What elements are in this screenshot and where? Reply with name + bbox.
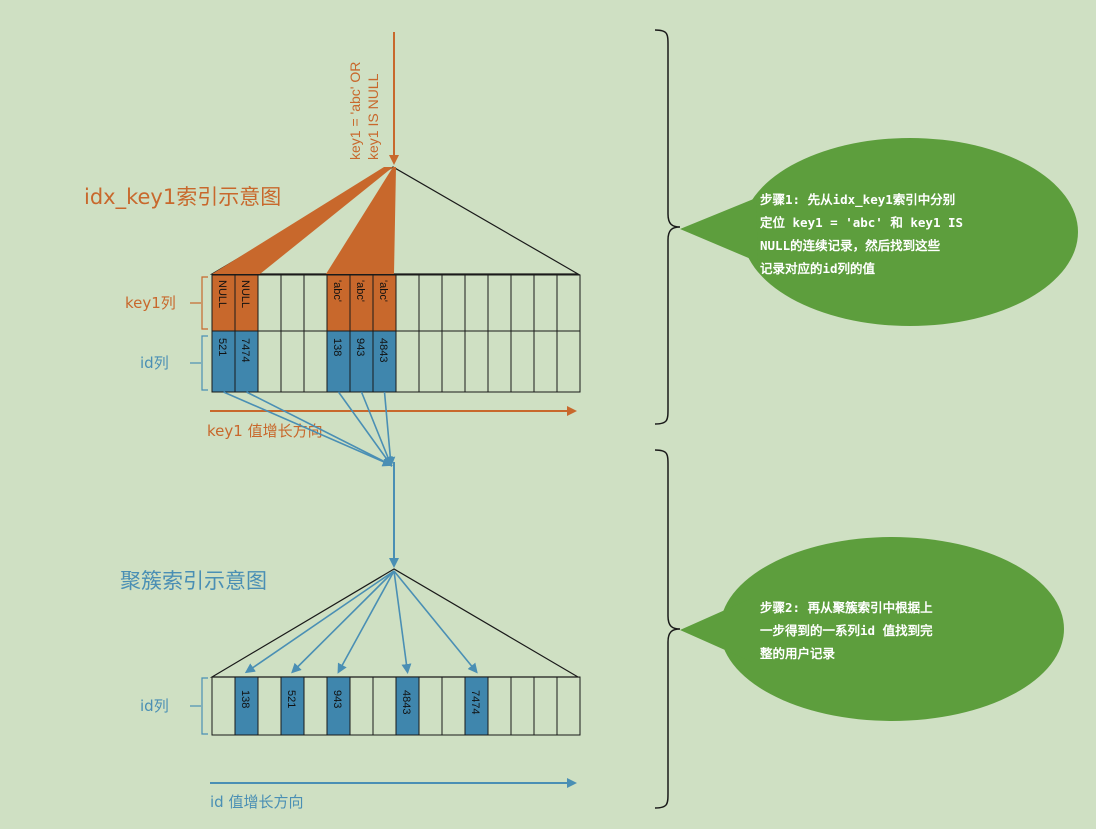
clustered-index-title: 聚簇索引示意图	[120, 569, 267, 593]
key1-cell	[303, 274, 328, 332]
query-line-1: key1 = 'abc' OR	[347, 62, 363, 160]
id-cell	[533, 330, 558, 393]
bubble-line: 记录对应的id列的值	[760, 261, 876, 276]
clustered-id-value: 4843	[400, 690, 412, 714]
id-row-label-secondary: id列	[140, 354, 169, 372]
id-collect-arrow	[223, 391, 393, 467]
record-lookup-arrow	[393, 570, 412, 674]
clustered-cell-filled	[326, 676, 351, 736]
bubble-line: 步骤1: 先从idx_key1索引中分别	[760, 192, 955, 208]
clustered-cell-filled	[234, 676, 259, 736]
clustered-cell	[257, 676, 282, 736]
bubble-line: 定位 key1 = 'abc' 和 key1 IS	[759, 215, 963, 230]
key1-cell	[441, 274, 466, 332]
id-value: 4843	[377, 338, 389, 362]
id-cell	[441, 330, 466, 393]
bubble-line: NULL的连续记录，然后找到这些	[760, 238, 941, 253]
clustered-id-value: 7474	[469, 690, 481, 714]
key1-cell	[418, 274, 443, 332]
id-collect-arrow	[383, 391, 396, 467]
clustered-id-value: 521	[285, 690, 297, 708]
clustered-cell	[372, 676, 397, 736]
key1-cell	[464, 274, 489, 332]
key1-cell	[487, 274, 512, 332]
secondary-index: NULL 521 NULL 7474 'abc' 138 'abc' 943 'abc' 4843…	[84, 166, 581, 440]
id-value: 138	[331, 338, 343, 356]
clustered-id-value: 138	[239, 690, 251, 708]
id-cell	[464, 330, 489, 393]
key1-value: NULL	[216, 280, 228, 308]
query-line-2: key1 IS NULL	[365, 73, 381, 160]
clustered-cell	[487, 676, 512, 736]
clustered-cell-filled	[395, 676, 420, 736]
id-collect-arrow	[246, 391, 393, 466]
key1-cell	[257, 274, 282, 332]
id-row-label-clustered: id列	[140, 697, 169, 715]
record-lookup-arrow	[291, 570, 395, 674]
abc-range-wedge	[326, 167, 396, 274]
step2-brace	[654, 449, 681, 809]
id-cell	[395, 330, 420, 393]
key1-axis-label: key1 值增长方向	[207, 422, 323, 440]
key1-row-label: key1列	[125, 294, 176, 312]
id-collect-arrow	[337, 391, 393, 467]
clustered-index: 138 521 943 4843 7474 id列 聚簇索引示意图 id 值增长方向	[120, 568, 581, 811]
clustered-cell	[349, 676, 374, 736]
clustered-cell	[556, 676, 581, 736]
record-lookup-arrows	[244, 570, 478, 674]
key1-value: 'abc'	[331, 280, 343, 302]
key1-cell	[533, 274, 558, 332]
step1-bubble: 步骤1: 先从idx_key1索引中分别定位 key1 = 'abc' 和 ke…	[680, 138, 1078, 326]
step1-text: 步骤1: 先从idx_key1索引中分别定位 key1 = 'abc' 和 ke…	[759, 192, 963, 276]
clustered-cell	[510, 676, 535, 736]
key1-value: 'abc'	[377, 280, 389, 302]
clustered-cell	[303, 676, 328, 736]
query-input: key1 = 'abc' OR key1 IS NULL	[347, 32, 399, 165]
key1-cell	[280, 274, 305, 332]
clustered-index-cells: 138 521 943 4843 7474	[211, 676, 581, 736]
key1-value: NULL	[239, 280, 251, 308]
step1-brace	[654, 29, 681, 425]
key1-cell	[395, 274, 420, 332]
id-value: 7474	[239, 338, 251, 362]
clustered-id-row-bracket	[201, 677, 208, 735]
clustered-cell-filled	[280, 676, 305, 736]
id-axis-label: id 值增长方向	[210, 793, 303, 811]
id-cell	[418, 330, 443, 393]
record-lookup-arrow	[393, 570, 478, 674]
key1-row-bracket	[201, 276, 208, 330]
null-range-wedge	[212, 167, 393, 274]
bubble-line: 步骤2: 再从聚簇索引中根据上	[760, 600, 933, 615]
clustered-cell	[441, 676, 466, 736]
id-cell	[257, 330, 282, 393]
key1-cell	[556, 274, 581, 332]
id-collection-arrows	[223, 391, 396, 467]
record-lookup-arrow	[244, 570, 395, 674]
clustered-cell	[533, 676, 558, 736]
secondary-index-title: idx_key1索引示意图	[84, 185, 281, 210]
clustered-cell	[418, 676, 443, 736]
step2-text: 步骤2: 再从聚簇索引中根据上一步得到的一系列id 值找到完整的用户记录	[760, 600, 933, 661]
clustered-cell	[211, 676, 236, 736]
bubble-line: 一步得到的一系列id 值找到完	[760, 623, 933, 638]
clustered-cell-filled	[464, 676, 489, 736]
record-lookup-arrow	[337, 570, 395, 674]
id-cell	[556, 330, 581, 393]
clustered-id-value: 943	[331, 690, 343, 708]
secondary-index-cells: NULL 521 NULL 7474 'abc' 138 'abc' 943 'abc' 4843	[211, 274, 581, 393]
id-row-bracket	[201, 335, 208, 391]
id-cell	[280, 330, 305, 393]
id-collect-arrow	[360, 391, 393, 467]
id-cell	[303, 330, 328, 393]
key1-cell	[510, 274, 535, 332]
id-cell	[487, 330, 512, 393]
id-value: 521	[216, 338, 228, 356]
id-value: 943	[354, 338, 366, 356]
id-cell	[510, 330, 535, 393]
bubble-line: 整的用户记录	[760, 646, 836, 661]
step2-bubble: 步骤2: 再从聚簇索引中根据上一步得到的一系列id 值找到完整的用户记录	[680, 537, 1064, 721]
key1-value: 'abc'	[354, 280, 366, 302]
